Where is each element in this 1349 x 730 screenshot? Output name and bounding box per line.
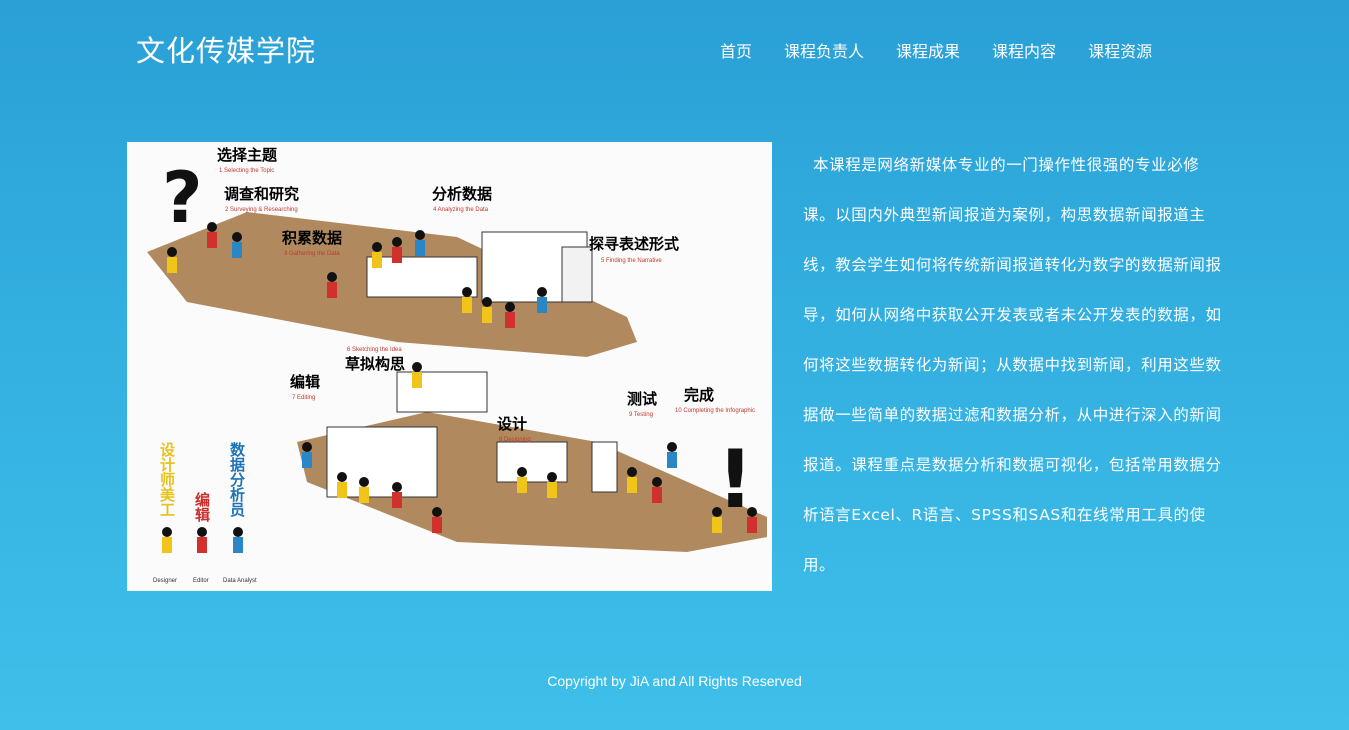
nav-course-content[interactable]: 课程内容 — [992, 42, 1057, 61]
step-sublabel: 2 Surveying & Researching — [225, 207, 298, 213]
footer-copyright: Copyright by JiA and All Rights Reserved — [547, 673, 802, 689]
site-title[interactable]: 文化传媒学院 — [136, 34, 317, 68]
step-label: 分析数据 — [432, 185, 492, 203]
step-sublabel: 3 Gathering the Data — [284, 251, 340, 257]
question-mark-icon: ? — [162, 157, 203, 239]
step-label: 调查和研究 — [224, 185, 299, 203]
legend-en: Designer — [153, 578, 177, 584]
legend-editor: 编辑 — [193, 491, 211, 523]
step-label: 草拟构思 — [345, 355, 405, 373]
step-label: 测试 — [627, 390, 657, 408]
nav-course-leader[interactable]: 课程负责人 — [784, 42, 865, 61]
legend-designer: 设计师美工 — [158, 442, 176, 517]
workflow-infographic: ? ! — [127, 142, 772, 591]
board-block-2 — [561, 246, 593, 303]
nav-home[interactable]: 首页 — [720, 42, 753, 61]
desk-block — [396, 371, 488, 413]
step-sublabel: 1 Selecting the Topic — [219, 168, 274, 174]
step-sublabel: 4 Analyzing the Data — [433, 207, 489, 213]
step-label: 探寻表述形式 — [589, 235, 679, 253]
step-label: 选择主题 — [217, 146, 278, 164]
nav-course-results[interactable]: 课程成果 — [896, 42, 961, 61]
step-sublabel: 8 Designing — [499, 437, 531, 443]
step-label: 完成 — [684, 386, 714, 404]
main-nav: 首页 课程负责人 课程成果 课程内容 课程资源 — [720, 38, 1184, 62]
legend-en: Data Analyst — [223, 578, 257, 584]
step-label: 编辑 — [290, 373, 320, 391]
figure-group — [167, 222, 757, 533]
board-block — [326, 426, 438, 498]
step-label: 积累数据 — [282, 229, 342, 247]
cabinet-block — [591, 441, 618, 493]
course-description: 本课程是网络新媒体专业的一门操作性很强的专业必修课。以国内外典型新闻报道为案例，… — [803, 156, 1222, 574]
step-sublabel: 5 Finding the Narrative — [601, 258, 662, 264]
desk-block — [366, 256, 478, 298]
step-sublabel: 10 Completing the Infographic — [675, 408, 755, 414]
step-sublabel: 9 Testing — [629, 412, 653, 418]
legend-en: Editor — [193, 578, 209, 584]
nav-course-resources[interactable]: 课程资源 — [1088, 42, 1153, 61]
step-sublabel: 7 Editing — [292, 395, 315, 401]
legend-data-analyst: 数据分析员 — [228, 441, 246, 518]
step-label: 设计 — [497, 415, 527, 433]
step-sublabel: 6 Sketching the Idea — [347, 347, 402, 353]
